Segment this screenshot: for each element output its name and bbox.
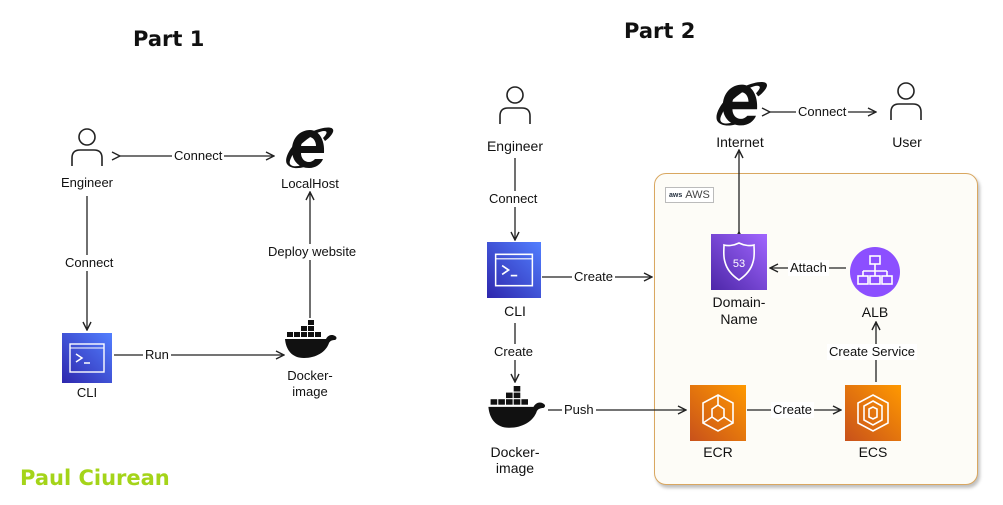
node-label-p2-docker: Docker- image (490, 444, 540, 476)
aws-logo-icon: aws (669, 191, 683, 199)
edge-label-p2-create-ecs: Create (771, 402, 815, 418)
node-label-p2-ecs: ECS (858, 444, 888, 460)
docker-whale-icon (488, 386, 546, 428)
svg-text:53: 53 (733, 258, 745, 270)
node-label-p1-cli: CLI (76, 385, 98, 400)
edge-label-p2-push: Push (562, 402, 596, 418)
edge-label-p1-run: Run (143, 347, 171, 363)
ecr-icon[interactable] (690, 385, 746, 441)
author-name: Paul Ciurean (20, 466, 170, 490)
node-label-p2-domain: Domain- Name (712, 294, 766, 327)
person-icon (499, 86, 531, 124)
node-label-p1-localhost: LocalHost (281, 176, 339, 191)
docker-whale-icon (285, 320, 337, 358)
aws-group-tag: aws AWS (665, 187, 714, 203)
internet-explorer-icon (286, 127, 334, 169)
edge-label-p2-create-aws: Create (572, 269, 616, 285)
edge-label-p1-connect-left: Connect (63, 255, 116, 271)
node-label-p1-engineer: Engineer (60, 175, 114, 190)
node-label-p2-engineer: Engineer (486, 138, 544, 154)
node-label-p2-ecr: ECR (703, 444, 733, 460)
edge-label-p2-create-docker: Create (492, 344, 536, 360)
node-label-p2-user: User (892, 134, 922, 150)
edge-label-p2-connect-user: Connect (796, 104, 849, 120)
node-label-p2-alb: ALB (861, 304, 889, 320)
part2-title: Part 2 (624, 19, 696, 43)
load-balancer-icon[interactable] (848, 245, 902, 299)
node-label-p2-cli: CLI (504, 303, 526, 319)
ecs-icon[interactable] (845, 385, 901, 441)
node-label-p2-internet: Internet (716, 134, 764, 150)
route53-icon[interactable]: 53 (711, 234, 767, 290)
edge-label-p1-deploy: Deploy website (266, 244, 359, 260)
node-label-p1-docker: Docker- image (287, 368, 333, 399)
internet-explorer-icon (716, 81, 767, 126)
terminal-icon[interactable] (62, 333, 112, 383)
edge-label-p2-create-service: Create Service (827, 344, 917, 360)
person-icon (890, 82, 922, 120)
person-icon (71, 128, 103, 166)
edge-label-p1-connect-top: Connect (172, 148, 225, 164)
part1-title: Part 1 (133, 27, 205, 51)
edge-label-p2-attach: Attach (788, 260, 829, 276)
edge-label-p2-connect-cli: Connect (487, 191, 540, 207)
aws-tag-label: AWS (685, 189, 710, 201)
terminal-icon[interactable] (487, 242, 541, 298)
